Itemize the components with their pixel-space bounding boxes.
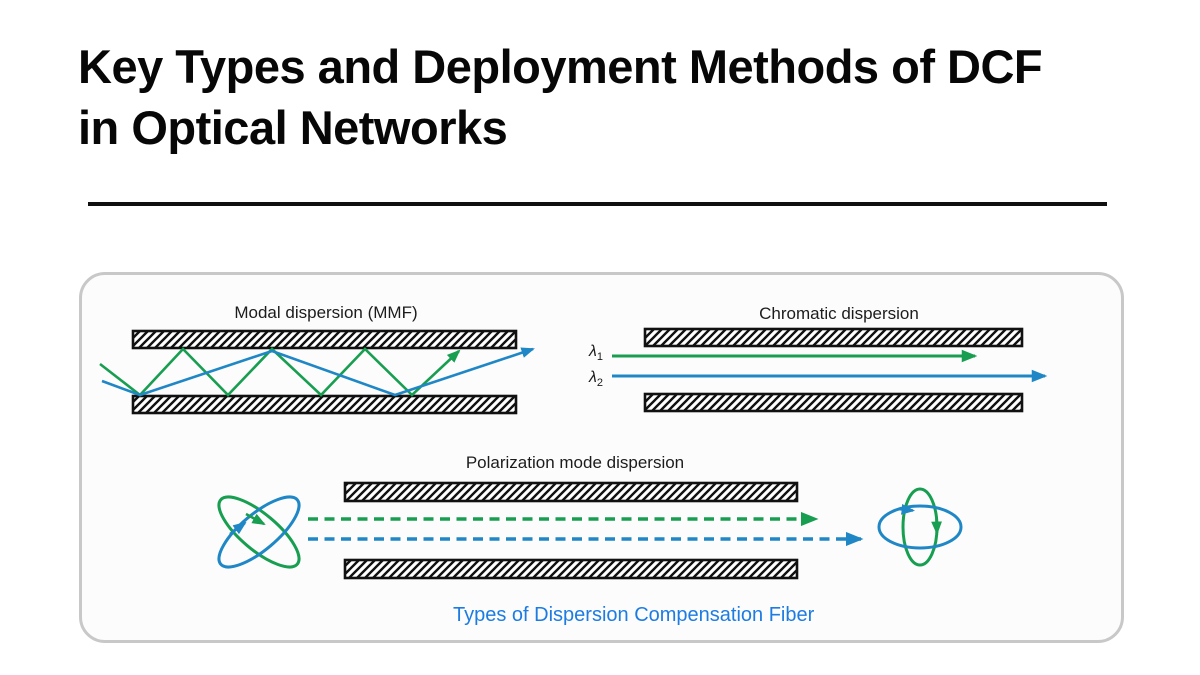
- fiber-cladding-bar: [643, 327, 1024, 348]
- lambda1-label: λ1: [589, 343, 603, 364]
- green-rotation-arrow: [245, 512, 266, 526]
- green-rotation-arrow: [931, 518, 942, 536]
- polarization-dispersion-panel: [217, 481, 963, 580]
- input-polarization-state-icon: [217, 495, 301, 569]
- fiber-cladding-bar: [643, 392, 1024, 413]
- fiber-cladding-bar: [343, 558, 799, 580]
- dispersion-diagram: [99, 327, 1048, 580]
- dispersion-figure: Modal dispersion (MMF) Chromatic dispers…: [79, 272, 1124, 643]
- blue-polarization-ellipse: [877, 504, 963, 550]
- page-title: Key Types and Deployment Methods of DCF …: [78, 36, 1138, 158]
- output-polarization-state-icon: [877, 487, 963, 567]
- page-title-line2: in Optical Networks: [78, 101, 508, 154]
- figure-caption: Types of Dispersion Compensation Fiber: [453, 604, 815, 626]
- title-underline: [88, 202, 1107, 206]
- modal-dispersion-title: Modal dispersion (MMF): [234, 303, 418, 322]
- green-polarization-ellipse: [901, 487, 939, 567]
- blue-mode-ray: [101, 347, 535, 397]
- fiber-cladding-bar: [343, 481, 799, 503]
- fiber-cladding-bar: [131, 329, 518, 350]
- green-polarization-ellipse: [217, 495, 301, 569]
- lambda2-label: λ2: [589, 369, 603, 390]
- green-mode-ray: [99, 347, 461, 397]
- chromatic-dispersion-title: Chromatic dispersion: [759, 304, 919, 323]
- blue-polarization-ellipse: [217, 495, 301, 569]
- polarization-dispersion-title: Polarization mode dispersion: [465, 453, 685, 472]
- modal-dispersion-panel: [99, 329, 535, 415]
- blue-rotation-arrow: [229, 521, 247, 536]
- page-title-line1: Key Types and Deployment Methods of DCF: [78, 40, 1043, 93]
- chromatic-dispersion-panel: [612, 327, 1048, 413]
- blue-rotation-arrow: [897, 503, 916, 515]
- fiber-cladding-bar: [131, 394, 518, 415]
